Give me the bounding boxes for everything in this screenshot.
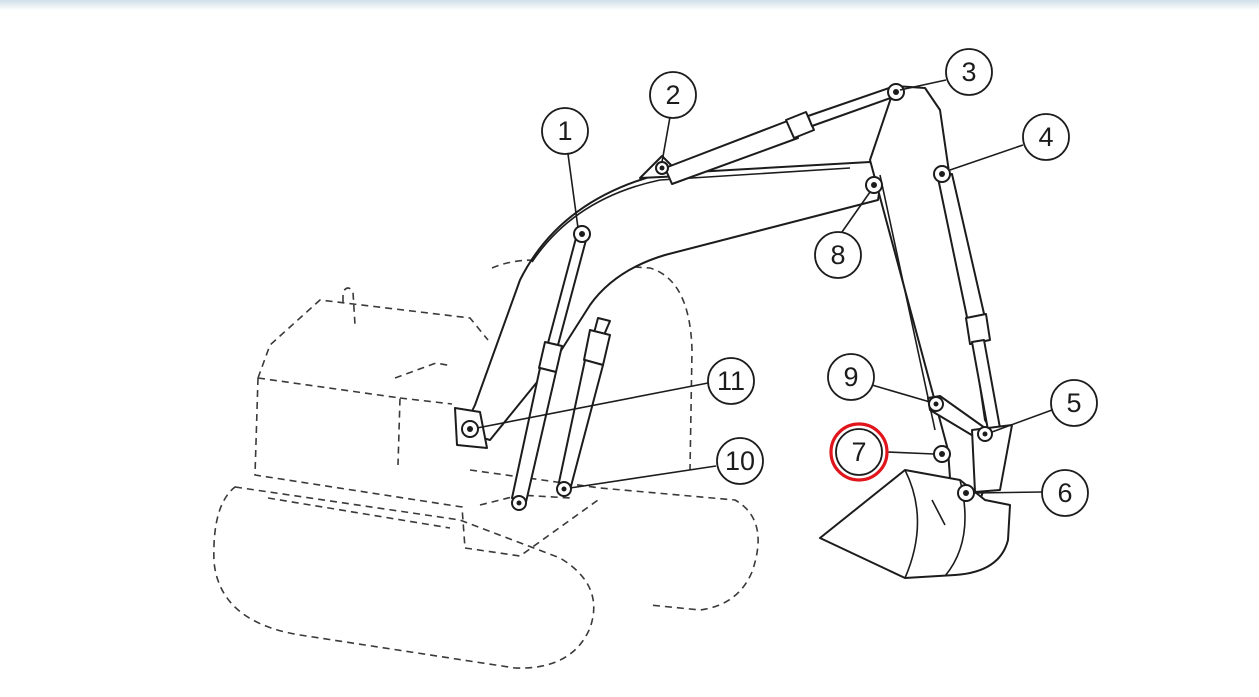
- pin-cyl1-foot: [511, 495, 527, 511]
- leader-2: [661, 116, 671, 163]
- callout-2[interactable]: 2: [649, 71, 697, 119]
- arm-inner-edge: [879, 174, 936, 431]
- machine-body-dashed: [213, 259, 759, 669]
- callout-9[interactable]: 9: [827, 353, 875, 401]
- arm-cylinder-barrel: [664, 119, 799, 185]
- leader-3: [899, 79, 947, 91]
- pin-11: [461, 420, 479, 438]
- callout-5[interactable]: 5: [1050, 379, 1098, 427]
- upper-front: [254, 377, 466, 549]
- pin-1: [573, 225, 591, 243]
- leader-6: [973, 491, 1043, 494]
- leader-10: [569, 465, 717, 489]
- arm-cylinder-collar: [785, 111, 815, 139]
- upper-structure: [257, 299, 489, 379]
- callout-11[interactable]: 11: [707, 357, 755, 405]
- leader-7: [886, 451, 935, 455]
- leader-1: [567, 153, 579, 229]
- pin-9: [928, 396, 944, 412]
- callout-9-label: 9: [843, 362, 858, 392]
- track-near: [213, 486, 595, 669]
- pin-2: [655, 161, 669, 175]
- callout-7-highlight-ring: [829, 422, 889, 482]
- bucket-edge-inner: [931, 499, 946, 526]
- callout-8[interactable]: 8: [814, 231, 862, 279]
- leader-4: [949, 144, 1024, 171]
- exhaust-pipe: [342, 287, 356, 326]
- callout-8-label: 8: [830, 240, 845, 270]
- leader-11: [476, 382, 709, 429]
- boom-cylinder-2-barrel: [557, 359, 604, 491]
- callout-1-label: 1: [557, 116, 572, 146]
- callout-11-label: 11: [717, 366, 745, 396]
- callout-4-label: 4: [1038, 122, 1053, 152]
- callout-4[interactable]: 4: [1022, 113, 1070, 161]
- front-skirt: [464, 499, 599, 557]
- callouts: 1 2 3 4 5 6: [541, 48, 1098, 517]
- pin-6: [957, 484, 975, 502]
- cab-top: [394, 362, 453, 379]
- pin-5: [977, 426, 993, 442]
- callout-1[interactable]: 1: [541, 107, 589, 155]
- callout-6[interactable]: 6: [1041, 469, 1089, 517]
- boom-outline: [461, 161, 883, 441]
- bucket-cylinder-collar: [965, 313, 991, 345]
- pin-4: [933, 165, 951, 183]
- cab-side: [399, 397, 453, 405]
- rear-housing: [491, 259, 693, 471]
- boom-top-edge: [531, 167, 851, 263]
- top-scan-band: [0, 0, 1259, 10]
- leader-8: [841, 191, 871, 233]
- callout-5-label: 5: [1066, 388, 1081, 418]
- callout-7[interactable]: 7: [829, 422, 889, 482]
- callout-10[interactable]: 10: [716, 437, 764, 485]
- callout-3-label: 3: [961, 57, 976, 87]
- leader-9: [871, 384, 931, 403]
- track-far: [469, 469, 759, 611]
- leader-lines: [476, 79, 1053, 494]
- callout-3[interactable]: 3: [945, 48, 993, 96]
- pin-3: [887, 83, 905, 101]
- boom-cylinder-2-collar: [583, 329, 611, 366]
- callout-2-label: 2: [665, 80, 680, 110]
- leader-5: [991, 409, 1053, 433]
- callout-7-label: 7: [851, 437, 866, 467]
- pin-10: [556, 481, 572, 497]
- pin-7: [933, 445, 951, 463]
- pin-8: [865, 176, 883, 194]
- bucket-rim: [904, 469, 919, 579]
- track-near-inner: [267, 497, 451, 529]
- pins: [461, 83, 993, 511]
- bucket-rods: [971, 424, 1013, 493]
- callout-6-label: 6: [1057, 478, 1072, 508]
- counterweight-top: [257, 377, 401, 466]
- boom-cylinders: [511, 237, 611, 503]
- callout-10-label: 10: [725, 446, 755, 476]
- boom: [454, 155, 883, 449]
